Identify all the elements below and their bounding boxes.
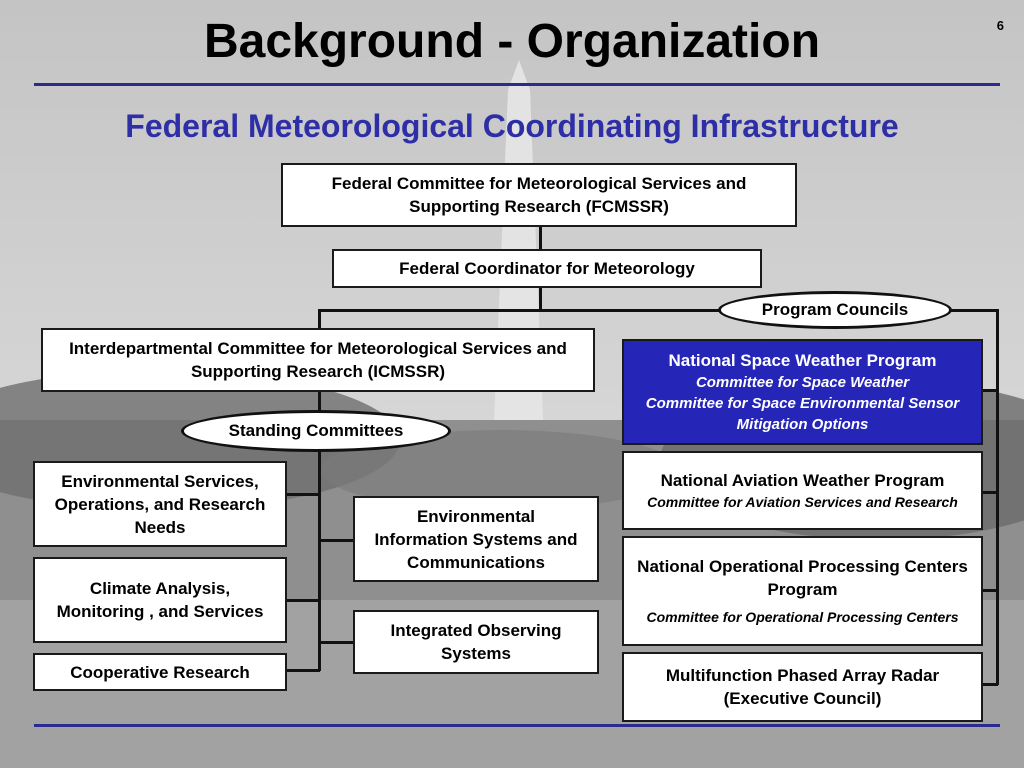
connector-line bbox=[320, 641, 354, 644]
fcmssr-label: Federal Committee for Meteorological Ser… bbox=[331, 174, 747, 216]
bottom-rule bbox=[34, 724, 1000, 727]
nswp-box: National Space Weather Program Committee… bbox=[622, 339, 983, 445]
fcmssr-box: Federal Committee for Meteorological Ser… bbox=[281, 163, 797, 227]
env-services-box: Environmental Services, Operations, and … bbox=[33, 461, 287, 547]
coordinator-box: Federal Coordinator for Meteorology bbox=[332, 249, 762, 288]
observing-box: Integrated Observing Systems bbox=[353, 610, 599, 674]
mpar-label: Multifunction Phased Array Radar (Execut… bbox=[665, 666, 940, 708]
coordinator-label: Federal Coordinator for Meteorology bbox=[399, 259, 695, 278]
nswp-sub2: Committee for Space Environmental Sensor… bbox=[645, 395, 960, 433]
nopc-title: National Operational Processing Centers … bbox=[637, 557, 968, 599]
mpar-box: Multifunction Phased Array Radar (Execut… bbox=[622, 652, 983, 722]
observing-label: Integrated Observing Systems bbox=[390, 621, 562, 663]
env-info-label: Environmental Information Systems and Co… bbox=[374, 506, 578, 572]
nawp-box: National Aviation Weather Program Commit… bbox=[622, 451, 983, 530]
connector-line bbox=[539, 287, 542, 311]
climate-label: Climate Analysis, Monitoring , and Servi… bbox=[56, 579, 264, 621]
env-services-label: Environmental Services, Operations, and … bbox=[54, 471, 266, 537]
connector-line bbox=[286, 669, 320, 672]
env-info-box: Environmental Information Systems and Co… bbox=[353, 496, 599, 582]
nswp-sub1: Committee for Space Weather bbox=[695, 374, 910, 391]
nopc-sub: Committee for Operational Processing Cen… bbox=[646, 609, 959, 625]
nswp-title: National Space Weather Program bbox=[668, 351, 937, 370]
connector-line bbox=[982, 491, 998, 494]
program-councils-label: Program Councils bbox=[761, 300, 909, 319]
connector-line bbox=[982, 683, 998, 686]
nawp-sub: Committee for Aviation Services and Rese… bbox=[647, 494, 958, 510]
nopc-box: National Operational Processing Centers … bbox=[622, 536, 983, 646]
connector-line bbox=[318, 309, 998, 312]
slide-number: 6 bbox=[996, 18, 1004, 33]
cooperative-box: Cooperative Research bbox=[33, 653, 287, 691]
program-councils-oval: Program Councils bbox=[718, 291, 952, 329]
connector-line bbox=[286, 599, 320, 602]
nawp-title: National Aviation Weather Program bbox=[660, 471, 945, 490]
page-subtitle: Federal Meteorological Coordinating Infr… bbox=[125, 108, 899, 144]
connector-line bbox=[320, 539, 354, 542]
climate-box: Climate Analysis, Monitoring , and Servi… bbox=[33, 557, 287, 643]
connector-line bbox=[318, 309, 321, 671]
standing-committees-label: Standing Committees bbox=[228, 421, 404, 440]
title-rule bbox=[34, 83, 1000, 86]
connector-line bbox=[982, 589, 998, 592]
page-title: Background - Organization bbox=[203, 15, 821, 68]
connector-line bbox=[539, 226, 542, 250]
connector-line bbox=[286, 493, 320, 496]
standing-committees-oval: Standing Committees bbox=[181, 410, 451, 452]
connector-line bbox=[982, 389, 998, 392]
cooperative-label: Cooperative Research bbox=[70, 662, 250, 682]
icmssr-label: Interdepartmental Committee for Meteorol… bbox=[69, 339, 567, 381]
connector-line bbox=[996, 309, 999, 685]
icmssr-box: Interdepartmental Committee for Meteorol… bbox=[41, 328, 595, 392]
